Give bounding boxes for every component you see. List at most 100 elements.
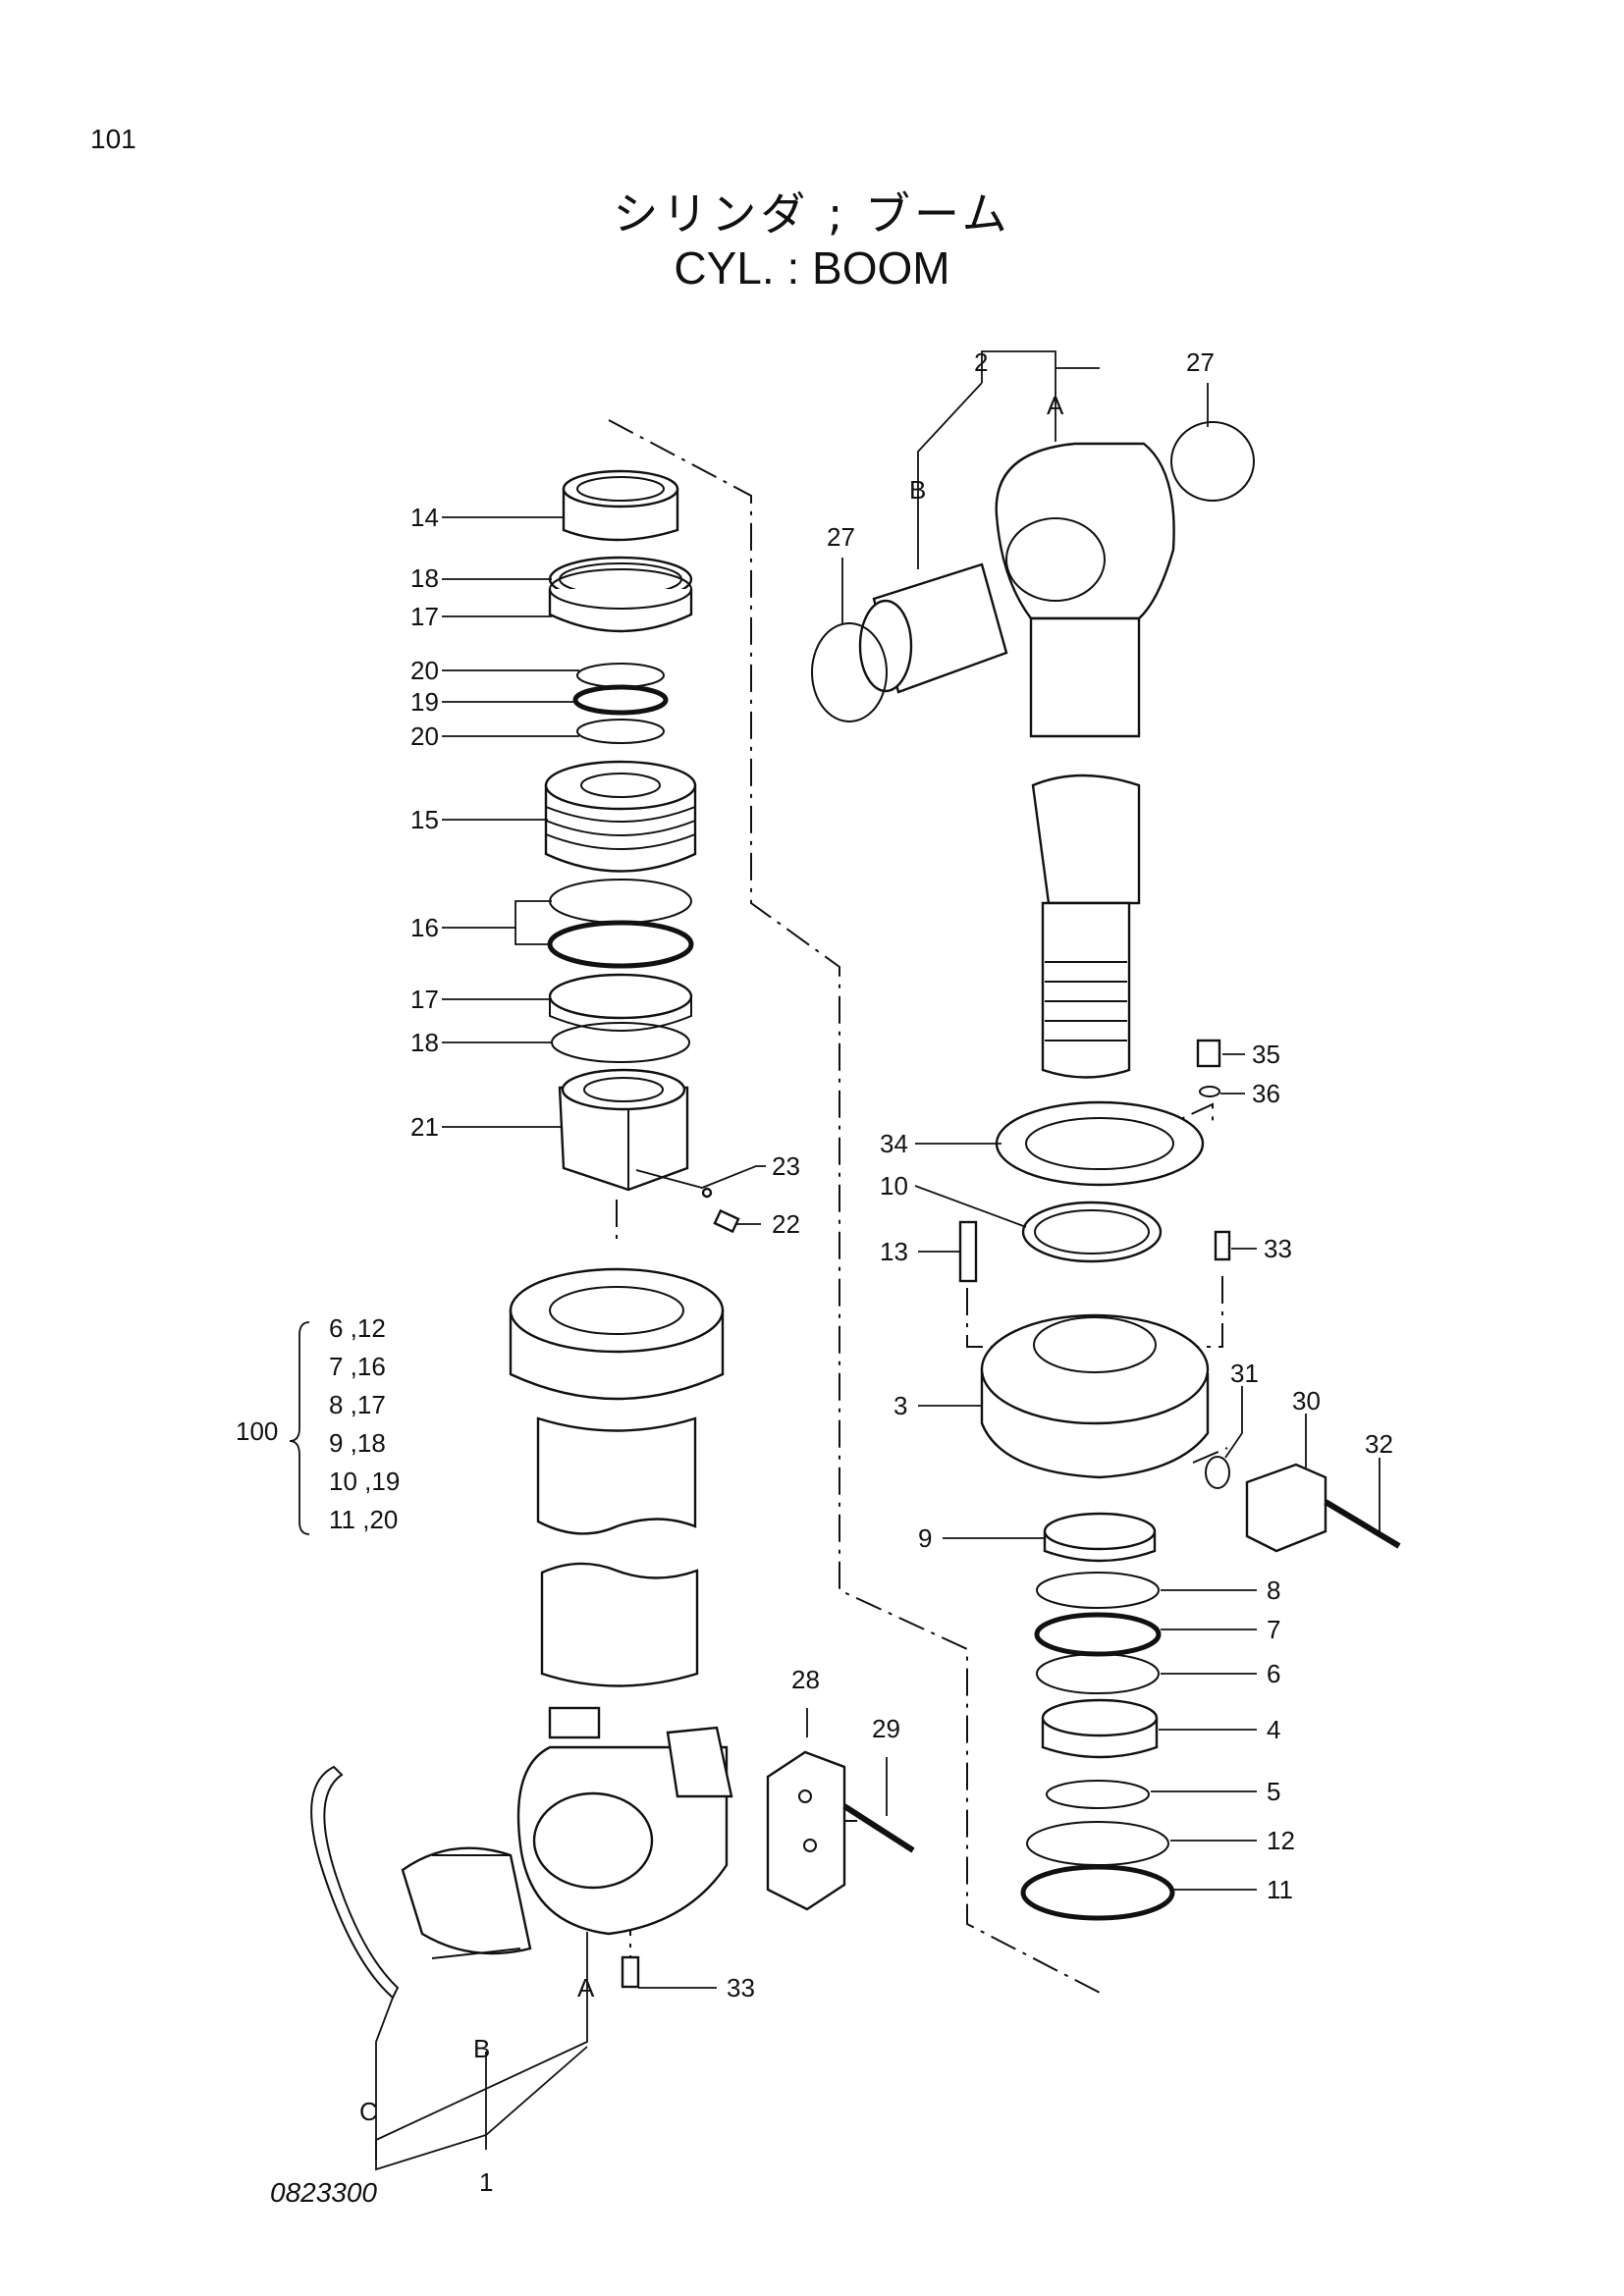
callout-5: 5 xyxy=(1267,1777,1280,1806)
part-bushing-14 xyxy=(562,469,679,542)
part-ring-6 xyxy=(1036,1653,1160,1694)
part-grease-fitting-33-left xyxy=(621,1955,640,1989)
part-bolt-29 xyxy=(842,1803,915,1853)
part-ring-17-lower xyxy=(548,973,693,1032)
part-snap-ring xyxy=(310,1765,400,2000)
callout-12: 12 xyxy=(1267,1826,1295,1855)
part-ring-12 xyxy=(1026,1821,1169,1866)
callout-20-upper: 20 xyxy=(410,656,439,685)
drawing-number: 0823300 xyxy=(270,2177,378,2208)
callout-20-lower: 20 xyxy=(410,721,439,751)
part-dust-seal-27-right xyxy=(1170,421,1255,502)
callout-13: 13 xyxy=(880,1237,908,1266)
part-oring-20-lower xyxy=(576,719,665,744)
kit-row-2: 7 ,16 xyxy=(329,1352,386,1381)
part-ball-23 xyxy=(701,1187,713,1199)
part-cylinder-tube-bottom xyxy=(516,1562,733,1936)
callout-1: 1 xyxy=(479,2167,493,2197)
title-japanese: シリンダ ; ブーム xyxy=(613,187,1011,240)
kit-row-1: 6 ,12 xyxy=(329,1313,386,1343)
callout-35: 35 xyxy=(1252,1040,1280,1069)
letter-rod-a: A xyxy=(1047,391,1064,420)
part-oring-31 xyxy=(1205,1456,1230,1489)
part-grease-fitting-33-right xyxy=(1214,1230,1231,1261)
part-rod-bushing-b xyxy=(858,562,1008,694)
callout-16: 16 xyxy=(410,913,439,942)
part-pin-bushing xyxy=(401,1846,532,1959)
callout-21: 21 xyxy=(410,1112,439,1142)
callout-18-upper: 18 xyxy=(410,563,439,593)
part-bushing-9 xyxy=(1043,1512,1157,1563)
part-oring-11 xyxy=(1020,1864,1175,1921)
letter-tube-b: B xyxy=(473,2034,490,2063)
kit-row-3: 8 ,17 xyxy=(329,1390,386,1419)
part-socket-bolt-13 xyxy=(958,1220,978,1283)
part-nut-21 xyxy=(558,1068,689,1192)
part-bolt-32 xyxy=(1324,1499,1401,1549)
callout-9: 9 xyxy=(918,1523,932,1553)
callout-28: 28 xyxy=(791,1665,820,1694)
callout-8: 8 xyxy=(1267,1575,1280,1605)
kit-label: 100 xyxy=(236,1416,278,1446)
callout-31: 31 xyxy=(1230,1359,1259,1388)
callout-19: 19 xyxy=(410,687,439,717)
part-ring-16-a xyxy=(549,879,692,924)
part-rod-head-3 xyxy=(980,1313,1210,1479)
callout-34: 34 xyxy=(880,1129,908,1158)
part-valve-28 xyxy=(766,1750,846,1911)
part-piston-rod xyxy=(1031,774,1141,1079)
part-snap-ring-5 xyxy=(1046,1780,1150,1809)
part-washer-36 xyxy=(1199,1086,1220,1097)
part-rod-eye xyxy=(995,442,1175,738)
part-retainer-34 xyxy=(995,1100,1205,1187)
callout-11: 11 xyxy=(1267,1875,1293,1904)
callout-36: 36 xyxy=(1252,1079,1280,1108)
callout-33-left: 33 xyxy=(727,1973,755,2002)
part-oring-20-upper xyxy=(576,663,665,688)
callout-3: 3 xyxy=(893,1391,907,1420)
part-dust-seal-27-left xyxy=(811,622,888,722)
callout-10: 10 xyxy=(880,1171,908,1201)
callout-15: 15 xyxy=(410,805,439,834)
centerline-port xyxy=(1192,1447,1228,1464)
part-setscrew-22 xyxy=(713,1208,740,1234)
leader-lines xyxy=(289,350,1380,2171)
callout-14: 14 xyxy=(410,503,439,532)
page-number: 101 xyxy=(90,124,136,154)
callout-17-upper: 17 xyxy=(410,602,439,631)
callout-6: 6 xyxy=(1267,1659,1280,1688)
callout-27-right: 27 xyxy=(1186,347,1215,377)
kit-row-6: 11 ,20 xyxy=(329,1505,398,1534)
kit-row-5: 10 ,19 xyxy=(329,1467,400,1496)
part-ring-8 xyxy=(1036,1572,1160,1609)
callout-4: 4 xyxy=(1267,1715,1280,1744)
letter-tube-c: C xyxy=(359,2097,378,2126)
callout-27-left: 27 xyxy=(827,522,855,552)
callout-18-lower: 18 xyxy=(410,1028,439,1057)
part-block-30 xyxy=(1245,1463,1327,1553)
part-ring-7 xyxy=(1034,1612,1162,1657)
callout-29: 29 xyxy=(872,1714,900,1743)
part-oring-19 xyxy=(572,684,669,716)
part-seal-10 xyxy=(1021,1201,1163,1263)
part-ring-16-b xyxy=(547,920,694,969)
letter-rod-b: B xyxy=(909,475,926,505)
centerline-left xyxy=(608,419,1101,1994)
callout-22: 22 xyxy=(772,1209,800,1239)
part-piston-15 xyxy=(544,760,697,873)
part-cylinder-tube-head xyxy=(509,1267,725,1535)
callout-30: 30 xyxy=(1292,1386,1321,1415)
callout-2: 2 xyxy=(974,347,988,377)
part-ring-18-lower xyxy=(551,1022,690,1063)
kit-row-4: 9 ,18 xyxy=(329,1428,386,1458)
callout-7: 7 xyxy=(1267,1615,1280,1644)
callout-33-right: 33 xyxy=(1264,1234,1292,1263)
callout-17-lower: 17 xyxy=(410,985,439,1014)
callout-23: 23 xyxy=(772,1151,800,1181)
callout-32: 32 xyxy=(1365,1429,1393,1459)
part-ring-17-upper xyxy=(548,568,693,633)
letter-tube-a: A xyxy=(577,1973,595,2002)
title-english: CYL. : BOOM xyxy=(674,242,950,294)
part-bolt-35 xyxy=(1196,1039,1221,1068)
